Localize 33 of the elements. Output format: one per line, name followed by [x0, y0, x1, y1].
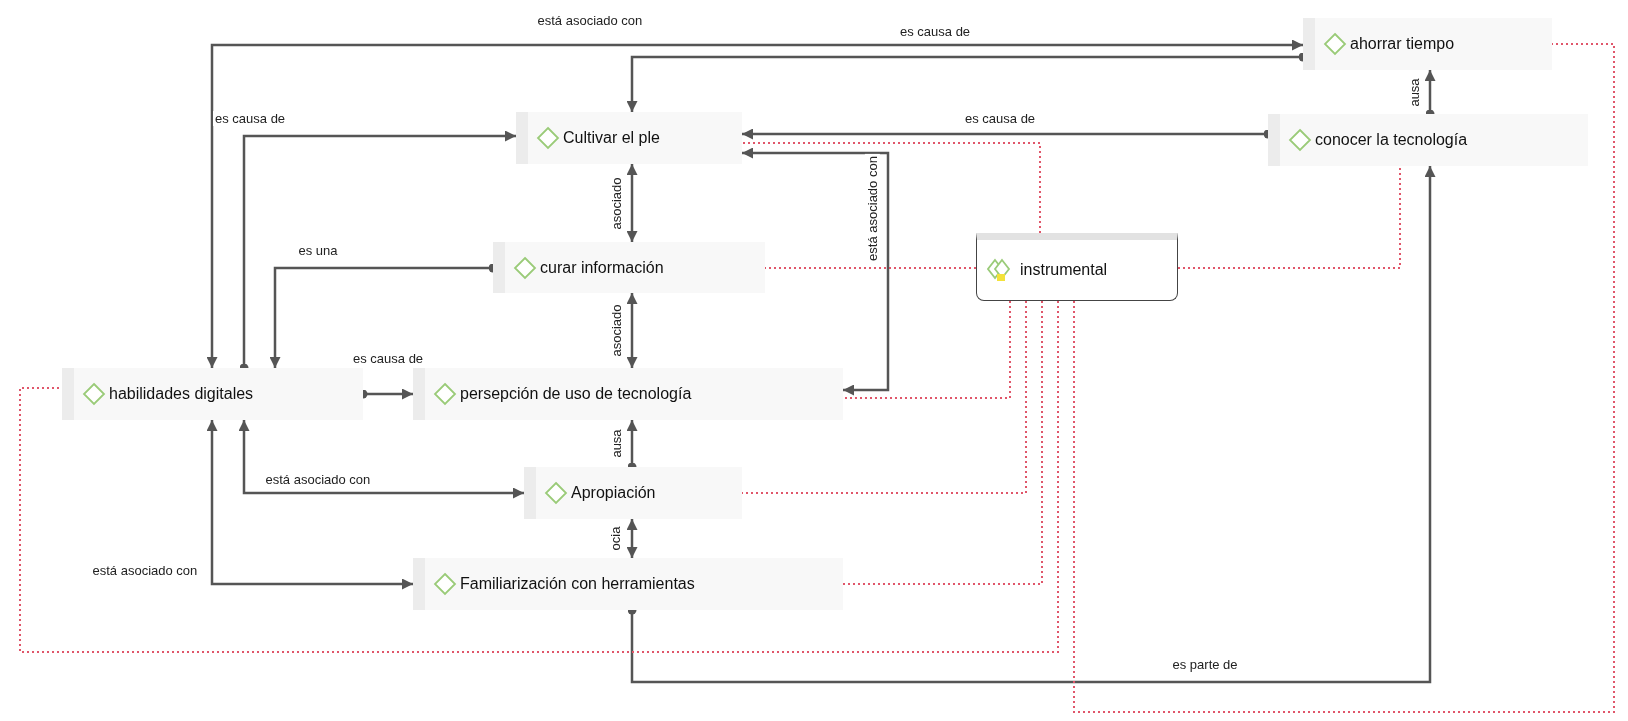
arrow	[206, 39, 1303, 368]
node-label: habilidades digitales	[109, 385, 254, 403]
node-label: Apropiación	[571, 484, 656, 502]
arrow	[626, 293, 638, 368]
code-box	[1303, 18, 1552, 70]
code-box	[524, 467, 742, 519]
node-label: persepción de uso de tecnología	[460, 385, 692, 403]
code-box	[516, 112, 742, 164]
arrow	[626, 164, 638, 242]
node-label: conocer la tecnología	[1315, 131, 1468, 149]
edge-label: es causa de	[213, 110, 288, 126]
code-box	[493, 242, 765, 293]
code-box	[413, 368, 843, 420]
node-label: ahorrar tiempo	[1350, 35, 1455, 53]
node-label: curar información	[540, 258, 664, 277]
arrow	[742, 147, 890, 396]
arrow	[206, 420, 413, 590]
code-group-box	[976, 233, 1178, 301]
arrow	[627, 166, 1436, 684]
node-label: instrumental	[1020, 261, 1108, 279]
dotted-connector	[19, 300, 1059, 653]
dotted-connector	[842, 300, 1011, 399]
code-box	[413, 558, 843, 610]
node-label: Cultivar el ple	[563, 129, 660, 147]
dotted-connector	[1177, 165, 1401, 269]
arrow	[626, 519, 638, 558]
dotted-connector	[1073, 43, 1615, 713]
dotted-connector	[741, 142, 1041, 234]
code-box	[62, 368, 363, 420]
edge-label: está asociado con	[864, 153, 880, 263]
arrow	[238, 420, 524, 499]
code-box	[1268, 114, 1588, 166]
node-label: Familiarización con herramientas	[460, 575, 695, 593]
